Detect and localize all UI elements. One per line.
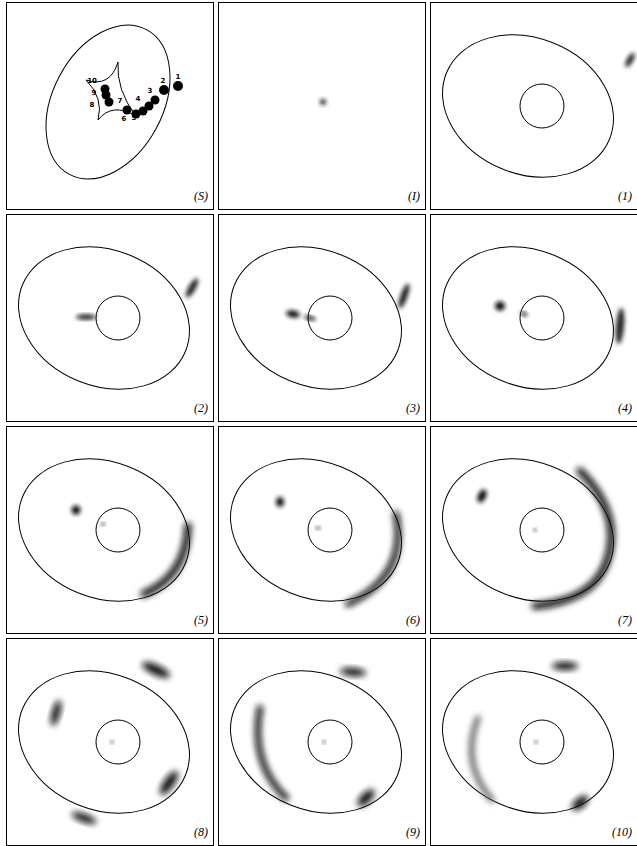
- panel-label: (7): [618, 614, 632, 626]
- panel-label: (I): [408, 190, 420, 202]
- panel-label: (3): [406, 402, 420, 414]
- callout-number: 3: [148, 88, 153, 95]
- image-panel: [0, 639, 214, 846]
- image-panel: [209, 427, 426, 634]
- panel-label: (10): [612, 826, 632, 838]
- image-panel: [209, 639, 426, 846]
- callout-number: 4: [136, 96, 141, 103]
- panel-label: (2): [194, 402, 208, 414]
- image-panel: [0, 215, 214, 422]
- panel-label: (9): [406, 826, 420, 838]
- image-panel: [421, 215, 637, 422]
- panel-label: (5): [194, 614, 208, 626]
- callout-number: 6: [122, 116, 127, 123]
- callout-number: 5: [132, 115, 137, 122]
- panel-label: (8): [194, 826, 208, 838]
- image-panel: [421, 3, 637, 210]
- panel-label: (S): [194, 190, 208, 202]
- panel-label: (6): [406, 614, 420, 626]
- panel-label: (1): [618, 190, 632, 202]
- panel-label: (4): [618, 402, 632, 414]
- callout-number: 7: [118, 98, 123, 105]
- image-panel: [421, 639, 637, 846]
- image-panel: [209, 215, 426, 422]
- image-panel: [421, 427, 637, 634]
- callout-number: 1: [176, 74, 181, 81]
- unlensed-panel: [219, 3, 426, 210]
- image-panel: [0, 427, 214, 634]
- callout-number: 2: [161, 78, 166, 85]
- callout-number: 10: [87, 78, 97, 85]
- source-plane-panel: [7, 3, 214, 210]
- callout-number: 9: [92, 90, 97, 97]
- callout-number: 8: [90, 102, 95, 109]
